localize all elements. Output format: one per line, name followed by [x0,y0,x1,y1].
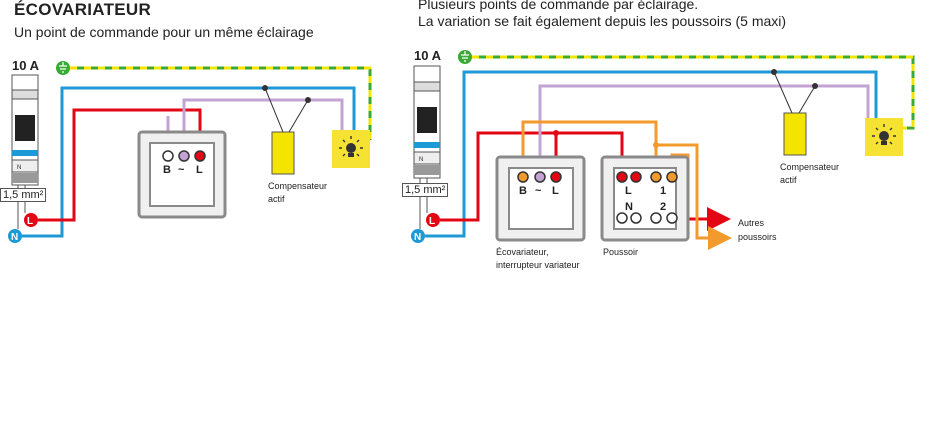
svg-text:N: N [17,165,21,171]
right-pushbutton-caption: Poussoir [603,247,639,257]
right-section-label: 1,5 mm² [402,183,449,197]
right-push-label-2: 2 [660,201,666,213]
left-neutral-marker [8,229,22,243]
right-switch-caption-2: interrupteur variateur [496,260,580,270]
right-neutral-letter: N [414,232,421,243]
right-switch-label-l: L [552,185,559,197]
left-compensator [262,85,311,175]
right-phase-letter: L [429,216,435,227]
left-dimmer-wire [182,98,344,155]
right-pushbutton [600,155,690,242]
left-switch-label-b: B [163,164,171,176]
right-other-label-1: Autres [738,218,765,228]
right-compensator [771,69,818,156]
right-push-label-n: N [625,201,633,213]
left-breaker-rating: 10 A [12,58,39,73]
right-switch-label-dim: ~ [535,185,542,197]
left-compensator-label-2: actif [268,194,285,204]
right-lamp-icon [865,118,903,156]
left-title: ÉCOVARIATEUR [14,0,152,19]
right-title-line2: La variation se fait également depuis le… [418,13,787,29]
left-earth-wire [70,66,372,140]
right-earth-icon [458,50,472,64]
right-switch-label-b: B [519,185,527,197]
right-circuit-breaker: N [413,65,441,179]
right-dimmer-switch [495,155,586,242]
right-compensator-label-2: actif [780,175,797,185]
left-neutral-wire [22,86,356,238]
right-push-wire-a [521,120,658,176]
right-earth-wire [472,55,915,130]
left-compensator-label-1: Compensateur [268,181,328,191]
right-neutral-wire [425,70,878,238]
right-push-wire-b [656,143,732,250]
left-circuit-breaker: N [11,74,39,186]
right-switch-caption-1: Écovariateur, [496,247,549,257]
left-phase-marker [24,213,38,227]
left-switch-label-l: L [196,164,203,176]
right-dimmer-wire [538,84,870,176]
right-push-label-l: L [625,185,632,197]
right-phase-marker [426,213,440,227]
left-phase-letter: L [27,216,33,227]
right-push-label-1: 1 [660,185,666,197]
svg-text:N: N [419,157,423,163]
right-title-line1: Plusieurs points de commande par éclaira… [418,0,699,12]
left-earth-icon [56,61,70,75]
left-phase-wire [38,108,202,222]
left-subtitle: Un point de commande pour un même éclair… [14,24,314,40]
left-lamp-icon [332,130,370,168]
right-phase-wire [440,131,558,222]
right-compensator-label-1: Compensateur [780,162,840,172]
left-section-label: 1,5 mm² [0,188,47,202]
left-neutral-letter: N [11,232,18,243]
right-neutral-marker [411,229,425,243]
right-breaker-rating: 10 A [414,48,441,63]
left-switch-label-dim: ~ [178,164,185,176]
right-other-label-2: poussoirs [738,232,777,242]
left-dimmer-switch [137,130,227,219]
